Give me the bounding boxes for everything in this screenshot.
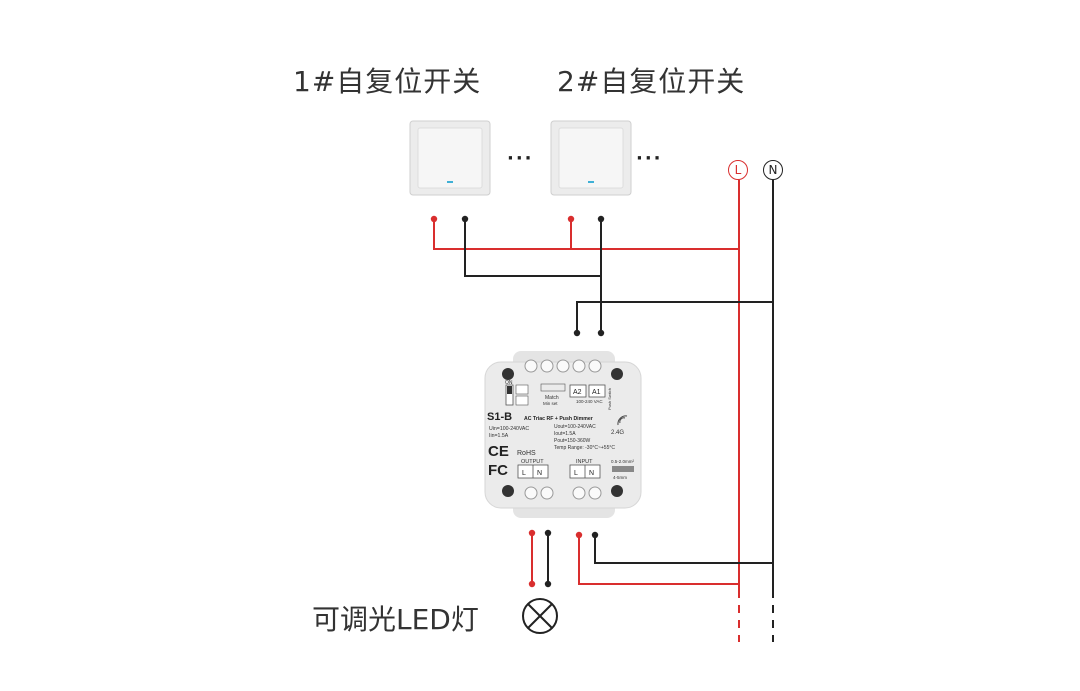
switch-signal-wire (464, 219, 600, 277)
device-a1: A1 (592, 389, 601, 396)
device-in-spec-0: Uin=100-240VAC (489, 426, 529, 432)
device-ac-range: 100-240 VAC (576, 399, 603, 404)
device-out-term-n: N (537, 470, 542, 477)
switch-1-more: ··· (507, 148, 534, 169)
output-terminal-l (528, 529, 536, 537)
device-output-label: OUTPUT (521, 459, 544, 465)
device-wire-spec-2: 4-5mm (613, 475, 627, 480)
input-live-wire (578, 535, 739, 585)
device-push-label: Push Switch (607, 388, 612, 410)
mount-hole-tr (611, 368, 623, 380)
device-top-terminal-n (573, 329, 581, 337)
switch-1-body (409, 120, 491, 196)
mount-hole-br (611, 485, 623, 497)
switch-live-wire (433, 219, 739, 250)
load-label: 可调光LED灯 (312, 603, 479, 636)
switch-1-title: 1#自复位开关 (293, 65, 482, 98)
device-model: S1-B (487, 411, 512, 423)
device-out-spec-1: Iout=1.5A (554, 431, 576, 437)
input-terminal-l (575, 531, 583, 539)
live-bus-label: L (728, 160, 748, 180)
input-terminal-n (591, 531, 599, 539)
switch2-terminal-s (597, 215, 605, 223)
switch-2-title: 2#自复位开关 (557, 65, 746, 98)
device-out-spec-3: Temp Range: -30°C~+55°C (554, 445, 615, 451)
device-ce: CE (488, 443, 509, 460)
device-subtitle: AC Triac RF + Push Dimmer (524, 416, 593, 422)
device-in-term-l: L (574, 470, 578, 477)
switch-2-body (550, 120, 632, 196)
input-neutral-wire (594, 535, 773, 564)
device-in-term-n: N (589, 470, 594, 477)
mount-hole-bl (502, 485, 514, 497)
switch1-terminal-s (461, 215, 469, 223)
mount-hole-tl (502, 368, 514, 380)
device-match-sub: Min set (543, 401, 558, 406)
device-a2: A2 (573, 389, 582, 396)
device-in-spec-1: Iin=1.5A (489, 433, 509, 439)
device-rf: 2.4G (611, 430, 624, 436)
device-input-label: INPUT (576, 459, 593, 465)
neutral-bus-label: N (763, 160, 783, 180)
device-match-label: Match (545, 395, 559, 401)
device-wire-spec-1: 0.5-2.0mm² (611, 459, 635, 464)
device-out-term-l: L (522, 470, 526, 477)
switch2-terminal-l (567, 215, 575, 223)
device-fc: FC (488, 462, 508, 479)
bottom-terminal-screws (524, 486, 602, 500)
top-terminal-screws (524, 359, 602, 373)
device-on-label: ON (505, 380, 513, 386)
output-terminal-n (544, 529, 552, 537)
device-out-spec-2: Pout=150-360W (554, 438, 591, 444)
device-out-spec-0: Uout=100-240VAC (554, 424, 596, 430)
lamp-icon (522, 598, 558, 634)
load-terminal-l (528, 580, 536, 588)
device-rohs: RoHS (517, 450, 536, 457)
device-top-terminal-s (597, 329, 605, 337)
switch-2-more: ··· (636, 148, 663, 169)
dimmer-device: ON S1-B AC Triac RF + Push Dimmer Uin=10… (484, 351, 642, 518)
device-neutral-wire (576, 301, 773, 333)
switch1-terminal-l (430, 215, 438, 223)
load-terminal-n (544, 580, 552, 588)
